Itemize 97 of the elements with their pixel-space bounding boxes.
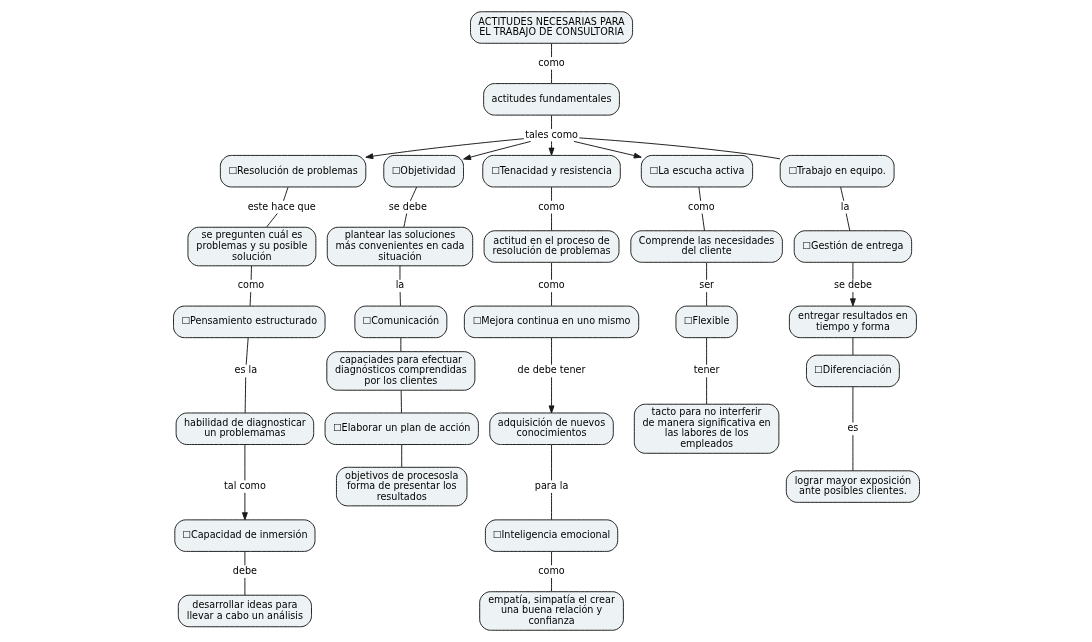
node-text: la [395, 279, 404, 291]
node-text: para la [534, 480, 568, 492]
connector [400, 444, 402, 468]
connector [839, 186, 844, 202]
connector [245, 337, 249, 366]
node-box: ☐Resolución de problemas [219, 154, 366, 188]
connector [243, 577, 245, 596]
arrow [548, 141, 554, 156]
connector [851, 434, 853, 472]
arrow [364, 138, 524, 160]
connector [550, 114, 552, 130]
node-box: ACTITUDES NECESARIAS PARA EL TRABAJO DE CONSULTORIA [469, 11, 633, 44]
connector [550, 291, 552, 307]
connector [402, 213, 407, 228]
arrow [462, 140, 531, 161]
connector [550, 444, 552, 481]
node-box: empatía, simpatía el crear una buena relación y confianza [478, 591, 624, 631]
connector [550, 213, 552, 232]
node-box: adquisición de nuevos conocimientos [488, 412, 614, 445]
node-text: la [840, 200, 849, 212]
node-box: ☐Pensamiento estructurado [172, 305, 326, 339]
node-box: ☐Tenacidad y resistencia [481, 154, 621, 188]
node-box: capaciades para efectuar diagnósticos comprendidas por los clientes [325, 351, 475, 391]
node-text: este hace que [247, 200, 316, 212]
node-text: como [537, 279, 565, 291]
connector [705, 262, 707, 281]
node-box: ☐La escucha activa [640, 154, 753, 188]
connector [705, 337, 707, 366]
connector [851, 386, 853, 424]
node-box: habilidad de diagnosticar un problemamas [175, 412, 314, 445]
arrow [548, 376, 554, 414]
node-box: se pregunten cuál es problemas y su posible solución [187, 226, 316, 267]
node-box: ☐Elaborar un plan de acción [324, 412, 479, 445]
node-text: como [537, 200, 565, 212]
node-box: actitudes fundamentales [482, 83, 620, 116]
node-box: objetivos de procesosla forma de presentar los resultados [335, 466, 467, 507]
node-box: entregar resultados en tiempo y forma [788, 305, 917, 339]
node-box: actitud en el proceso de resolución de problemas [483, 230, 619, 263]
connector [845, 213, 850, 232]
connector [697, 186, 701, 202]
node-text: de debe tener [517, 364, 585, 376]
connector [550, 577, 552, 592]
node-text: es la [233, 364, 257, 376]
connector [550, 551, 552, 566]
connector [399, 337, 401, 352]
connector [409, 186, 417, 202]
node-box: ☐Diferenciación [805, 354, 900, 388]
connector [282, 186, 289, 202]
node-box: Comprende las necesidades del cliente [629, 230, 783, 263]
connector [550, 337, 552, 366]
connector [550, 43, 552, 58]
node-box: ☐Inteligencia emocional [484, 519, 618, 552]
connector [249, 291, 251, 307]
node-box: desarrollar ideas para llevar a cabo un análisis [177, 594, 312, 628]
node-text: tener [693, 364, 719, 376]
connector [265, 213, 278, 228]
connector [550, 186, 552, 202]
connector [851, 262, 853, 281]
connector [400, 390, 402, 414]
arrow [572, 140, 642, 159]
connector [250, 265, 252, 281]
node-box: ☐Flexible [674, 305, 738, 339]
connector [550, 262, 552, 281]
node-box: lograr mayor exposición ante posibles clientes. [785, 470, 920, 503]
node-text: como [537, 56, 565, 68]
connector [243, 551, 245, 566]
connector [705, 291, 707, 307]
connector [705, 376, 707, 405]
node-text: debe [232, 565, 257, 577]
node-box: tacto para no interferir de manera significativa en las labores de los empleados [633, 403, 779, 454]
node-text: tal como [223, 480, 266, 492]
connector [851, 337, 853, 356]
connector [578, 137, 780, 160]
node-text: como [687, 200, 715, 212]
node-box: ☐Trabajo en equipo. [779, 154, 895, 188]
node-box: ☐Objetividad [382, 154, 464, 188]
node-text: se debe [833, 279, 872, 291]
node-text: se debe [388, 200, 427, 212]
connector [550, 69, 552, 84]
connector [550, 492, 552, 521]
connector [243, 444, 245, 481]
connector [399, 265, 400, 281]
node-text: como [237, 279, 264, 291]
connector [399, 291, 401, 307]
connector [701, 213, 705, 232]
node-box: ☐Capacidad de inmersión [173, 519, 315, 552]
node-text: como [537, 565, 565, 577]
node-text: ser [698, 279, 714, 291]
arrow [241, 492, 248, 521]
node-box: ☐Mejora continua en uno mismo [463, 305, 639, 339]
node-box: plantear las soluciones más convenientes en cada situación [326, 226, 473, 267]
node-text: es [846, 422, 858, 434]
node-box: ☐Comunicación [353, 305, 447, 339]
node-box: ☐Gestión de entrega [793, 230, 912, 263]
arrow [849, 291, 856, 307]
connector [244, 376, 246, 414]
node-text: tales como [524, 128, 578, 140]
